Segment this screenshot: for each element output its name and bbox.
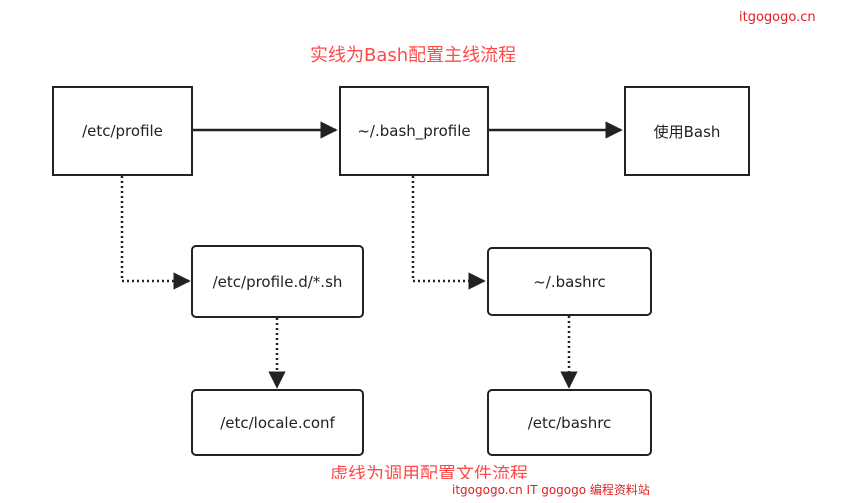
node-home-bashrc-label: ~/.bashrc xyxy=(533,272,606,291)
node-use-bash-label: 使用Bash xyxy=(653,122,721,141)
node-etc-profile: /etc/profile xyxy=(52,86,193,176)
node-etc-profile-label: /etc/profile xyxy=(82,122,163,140)
watermark-top: itgogogo.cn xyxy=(739,10,816,25)
node-etc-bashrc: /etc/bashrc xyxy=(487,389,652,456)
node-profile-d: /etc/profile.d/*.sh xyxy=(191,245,364,318)
node-bash-profile-label: ~/.bash_profile xyxy=(357,122,471,140)
diagram-title-solid-lines: 实线为Bash配置主线流程 xyxy=(310,45,517,66)
watermark-bottom: itgogogo.cn IT gogogo 编程资料站 xyxy=(452,483,650,497)
node-profile-d-label: /etc/profile.d/*.sh xyxy=(212,272,343,291)
node-use-bash: 使用Bash xyxy=(624,86,750,176)
diagram-title-dotted-lines: 虚线为调用配置文件流程 xyxy=(330,465,528,479)
node-home-bashrc: ~/.bashrc xyxy=(487,247,652,316)
dotted-arrow-profile-to-profile-d xyxy=(120,176,191,290)
node-etc-bashrc-label: /etc/bashrc xyxy=(527,413,612,432)
dotted-arrow-bash-profile-to-bashrc xyxy=(411,176,486,290)
node-bash-profile: ~/.bash_profile xyxy=(339,86,489,176)
node-locale-conf: /etc/locale.conf xyxy=(191,389,364,456)
node-locale-conf-label: /etc/locale.conf xyxy=(220,413,335,432)
